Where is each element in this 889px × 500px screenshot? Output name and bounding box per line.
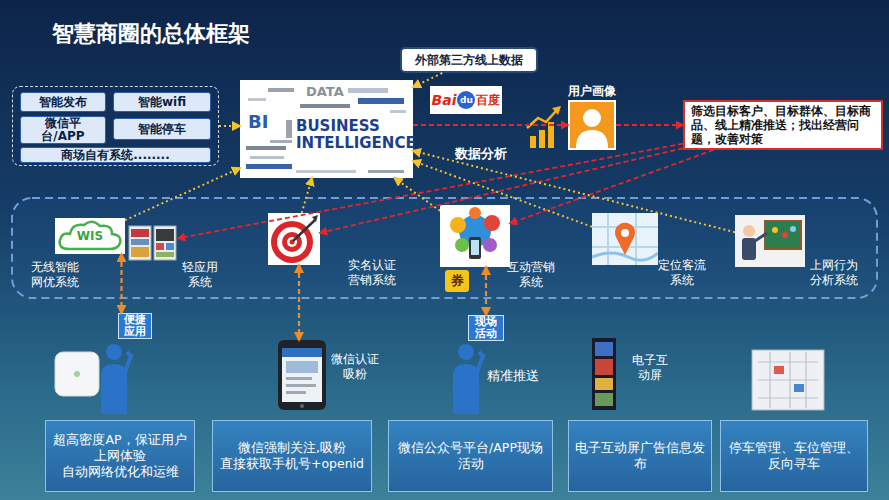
screen-image — [592, 338, 616, 410]
node-text: 便捷应用 — [122, 314, 148, 338]
source-box: 智能停车 — [113, 118, 211, 140]
phone-box: 微信认证吸粉 — [278, 340, 326, 410]
node-text: 微信强制关注,吸粉 — [238, 440, 346, 456]
text-label: 电子互动屏 — [630, 353, 670, 383]
system-icon: 互动营销系统 — [440, 205, 510, 267]
group-frame: 智能发布 智能wifi 微信平台/APP 智能停车商场自有系统........ — [12, 86, 219, 166]
connector-arrow — [302, 178, 312, 213]
system-icon: 上网行为分析系统 — [735, 215, 805, 267]
node-text: WIS — [55, 229, 125, 243]
connector-arrow — [298, 265, 300, 340]
node-text: 微信认证吸粉 — [330, 352, 380, 382]
node-text: 无线智能网优系统 — [27, 260, 83, 290]
source-box: 智能发布 — [20, 92, 106, 112]
node-text: 轻应用系统 — [180, 260, 220, 290]
system-icon: 定位客流系统 — [592, 213, 658, 265]
connector-arrow — [320, 148, 683, 233]
node-icon — [128, 224, 178, 262]
node-text: 券 — [451, 272, 464, 290]
node-text: 智能停车 — [138, 123, 186, 136]
node-text: 筛选目标客户、目标群体、目标商品、线上精准推送；找出经营问题，改善对策 — [691, 104, 875, 146]
node-text: 智能wifi — [138, 96, 186, 109]
node-icon — [735, 215, 805, 267]
node-text: 商场自有系统........ — [61, 149, 169, 162]
node-icon — [440, 205, 510, 267]
node-text: 自动网络优化和运维 — [62, 464, 179, 480]
node-text: 智能发布 — [39, 96, 87, 109]
description-box: 微信公众号平台/APP现场活动 — [388, 420, 553, 492]
node-text: Bai — [432, 92, 457, 108]
node-text: 用户画像 — [560, 83, 624, 100]
description-box: 超高密度AP，保证用户上网体验自动网络优化和运维 — [45, 420, 195, 492]
system-icon: 轻应用系统 — [128, 224, 178, 262]
node-text: 定位客流系统 — [657, 258, 707, 288]
node-icon — [592, 213, 658, 265]
node-text: 电子互动屏广告信息发布 — [575, 440, 705, 472]
diagram-title: 智慧商圈的总体框架 — [52, 20, 250, 48]
connector-arrow — [616, 124, 683, 126]
node-icon — [268, 213, 320, 265]
connector-arrow — [485, 267, 487, 315]
node-text: 百度 — [476, 92, 500, 109]
connector-arrow — [395, 178, 441, 211]
node-text: 实名认证营销系统 — [345, 258, 399, 288]
connector-arrow — [178, 144, 683, 239]
system-band — [12, 198, 877, 298]
text-label: DATA — [306, 84, 344, 99]
speech-bubble: 便捷应用 — [118, 313, 152, 339]
node-text: 超高密度AP，保证用户上网体验 — [52, 432, 188, 464]
person-figure — [453, 344, 483, 414]
node-text: 现场活动 — [472, 316, 500, 340]
connector-arrow — [413, 73, 442, 87]
description-box: 电子互动屏广告信息发布 — [568, 420, 712, 492]
node-text: 微信平台/APP — [29, 117, 97, 143]
connector-arrow — [413, 124, 568, 126]
logo-box: Baidu百度 — [430, 86, 502, 114]
ap-device — [55, 352, 99, 396]
bi-image-box: BUSINESS INTELLIGENCE DATA BI — [240, 80, 413, 178]
parking-map — [752, 350, 824, 410]
node-text: 直接获取手机号+openid — [220, 456, 364, 472]
node-text: 微信公众号平台/APP现场活动 — [395, 440, 546, 472]
source-box: 智能wifi — [113, 92, 211, 112]
note-box: 筛选目标客户、目标群体、目标商品、线上精准推送；找出经营问题，改善对策 — [683, 100, 883, 150]
person-figure — [101, 344, 131, 414]
text-label: 精准推送 — [487, 368, 539, 383]
source-box: 微信平台/APP — [20, 116, 106, 144]
node-text: 上网行为分析系统 — [808, 258, 860, 288]
chart-icon — [527, 106, 561, 148]
node-text: 互动营销系统 — [505, 260, 557, 290]
text-label: BI — [248, 114, 268, 129]
description-box: 停车管理、车位管理、反向寻车 — [720, 420, 868, 492]
text-label: 数据分析 — [455, 146, 507, 161]
description-box: 微信强制关注,吸粉直接获取手机号+openid — [212, 420, 372, 492]
connector-arrow — [413, 161, 592, 227]
node-icon — [570, 102, 614, 148]
source-box: 商场自有系统........ — [20, 147, 211, 163]
node-text: 停车管理、车位管理、反向寻车 — [727, 440, 861, 472]
system-icon: WIS无线智能网优系统 — [55, 218, 125, 254]
data-source-box: 外部第三方线上数据 — [400, 47, 538, 73]
coupon-tag: 券 — [445, 270, 469, 292]
connector-arrow — [413, 151, 735, 232]
system-icon: 实名认证营销系统 — [268, 213, 320, 265]
node-text: BUSINESS INTELLIGENCE — [296, 118, 410, 152]
node-text: du — [457, 91, 475, 109]
connector-arrow — [125, 168, 240, 220]
node-icon — [278, 340, 326, 410]
speech-bubble: 现场活动 — [468, 315, 504, 341]
connector-arrow — [219, 125, 240, 127]
portrait-box: 用户画像 — [568, 100, 616, 150]
connector-arrow — [120, 254, 122, 313]
node-text: 外部第三方线上数据 — [415, 52, 523, 69]
connector-arrow — [510, 150, 714, 223]
